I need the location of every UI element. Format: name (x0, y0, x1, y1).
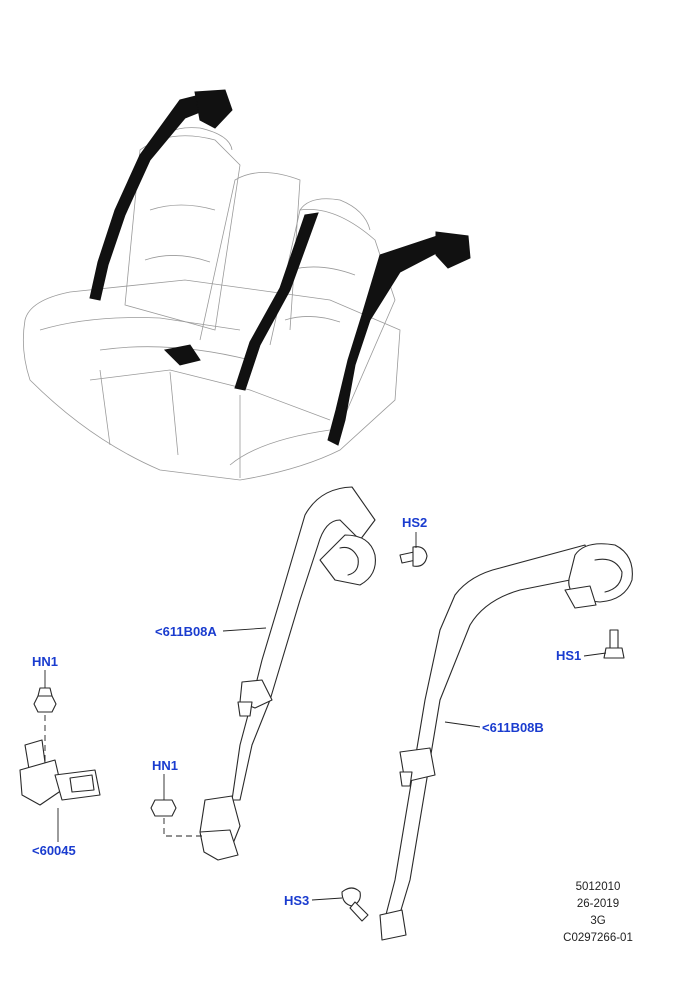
leader-hs1 (583, 652, 607, 657)
dash-line-hn1-mid (163, 818, 205, 837)
seat-belt-611b08b (379, 543, 633, 941)
meta-ref: C0297266-01 (563, 932, 633, 944)
callout-hs1[interactable]: HS1 (556, 648, 581, 663)
nut-hn1-left (33, 687, 57, 713)
buckle-60045 (19, 739, 101, 806)
callout-hn1-mid[interactable]: HN1 (152, 758, 178, 773)
seat-belt-611b08a (199, 486, 376, 861)
callout-belt-b[interactable]: <611B08B (482, 720, 544, 735)
leader-belt-a (222, 627, 267, 632)
callout-belt-a[interactable]: <611B08A (155, 624, 217, 639)
callout-hn1-left[interactable]: HN1 (32, 654, 58, 669)
rear-seat-illustration (22, 89, 471, 481)
bolt-hs2 (399, 546, 428, 567)
callout-hs2[interactable]: HS2 (402, 515, 427, 530)
callout-buckle[interactable]: <60045 (32, 843, 76, 858)
callout-hs3[interactable]: HS3 (284, 893, 309, 908)
leader-belt-b (444, 721, 481, 728)
meta-date: 26-2019 (577, 898, 619, 910)
meta-code: 5012010 (576, 881, 621, 893)
bolt-hs1 (603, 629, 625, 659)
leader-hs3 (311, 897, 343, 901)
nut-hn1-mid (150, 799, 177, 817)
bolt-hs3 (341, 887, 369, 922)
meta-variant: 3G (590, 915, 605, 927)
